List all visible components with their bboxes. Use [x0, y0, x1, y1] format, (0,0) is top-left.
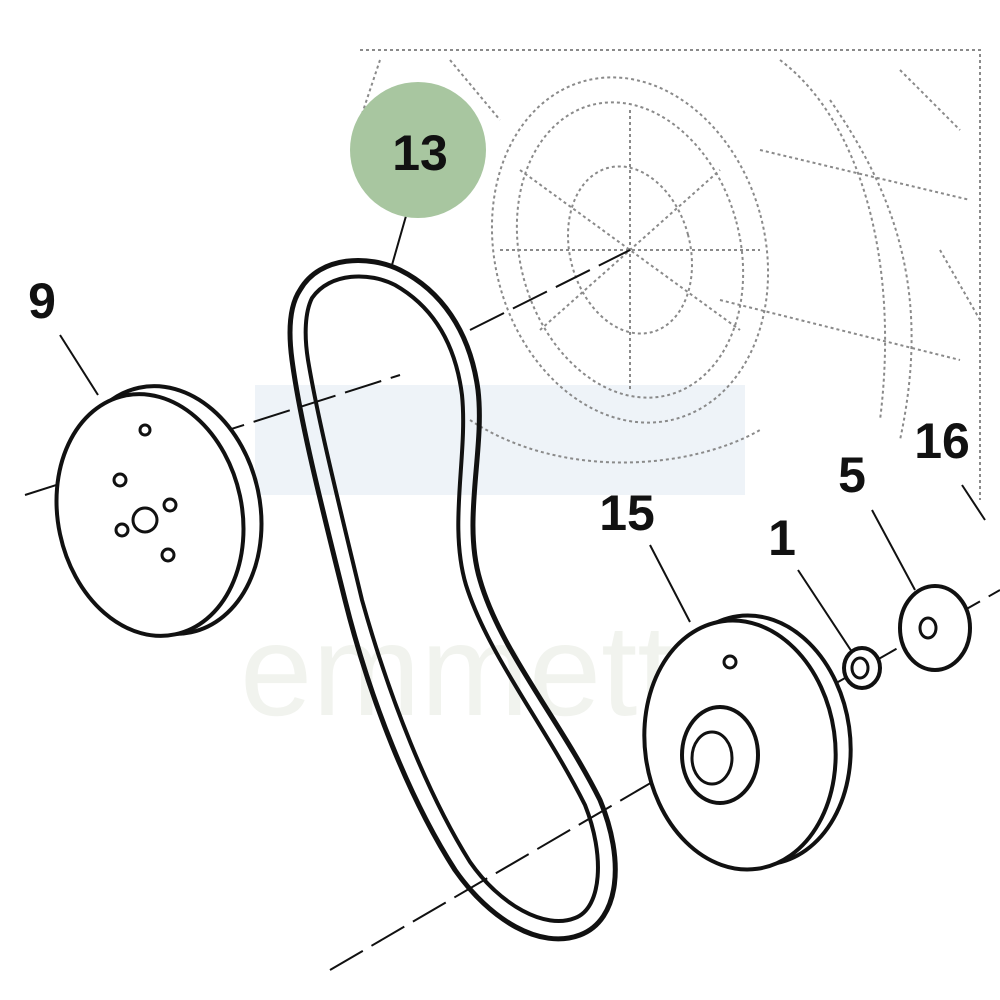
callout-16[interactable]: 16 [914, 413, 970, 469]
callout-13[interactable]: 13 [392, 125, 448, 181]
callout-15[interactable]: 15 [599, 485, 655, 541]
leader-lines [59, 194, 986, 653]
callout-13-highlight [350, 82, 486, 218]
belt-13[interactable] [287, 258, 618, 942]
watermark-banner [255, 385, 745, 495]
washer-5[interactable] [898, 584, 972, 672]
pulley-9[interactable] [35, 368, 284, 653]
callout-1[interactable]: 1 [768, 510, 796, 566]
pulley-15[interactable] [629, 603, 867, 882]
engine-background [359, 49, 981, 500]
callout-9[interactable]: 9 [28, 273, 56, 329]
callout-5[interactable]: 5 [838, 447, 866, 503]
washer-1[interactable] [842, 646, 882, 690]
